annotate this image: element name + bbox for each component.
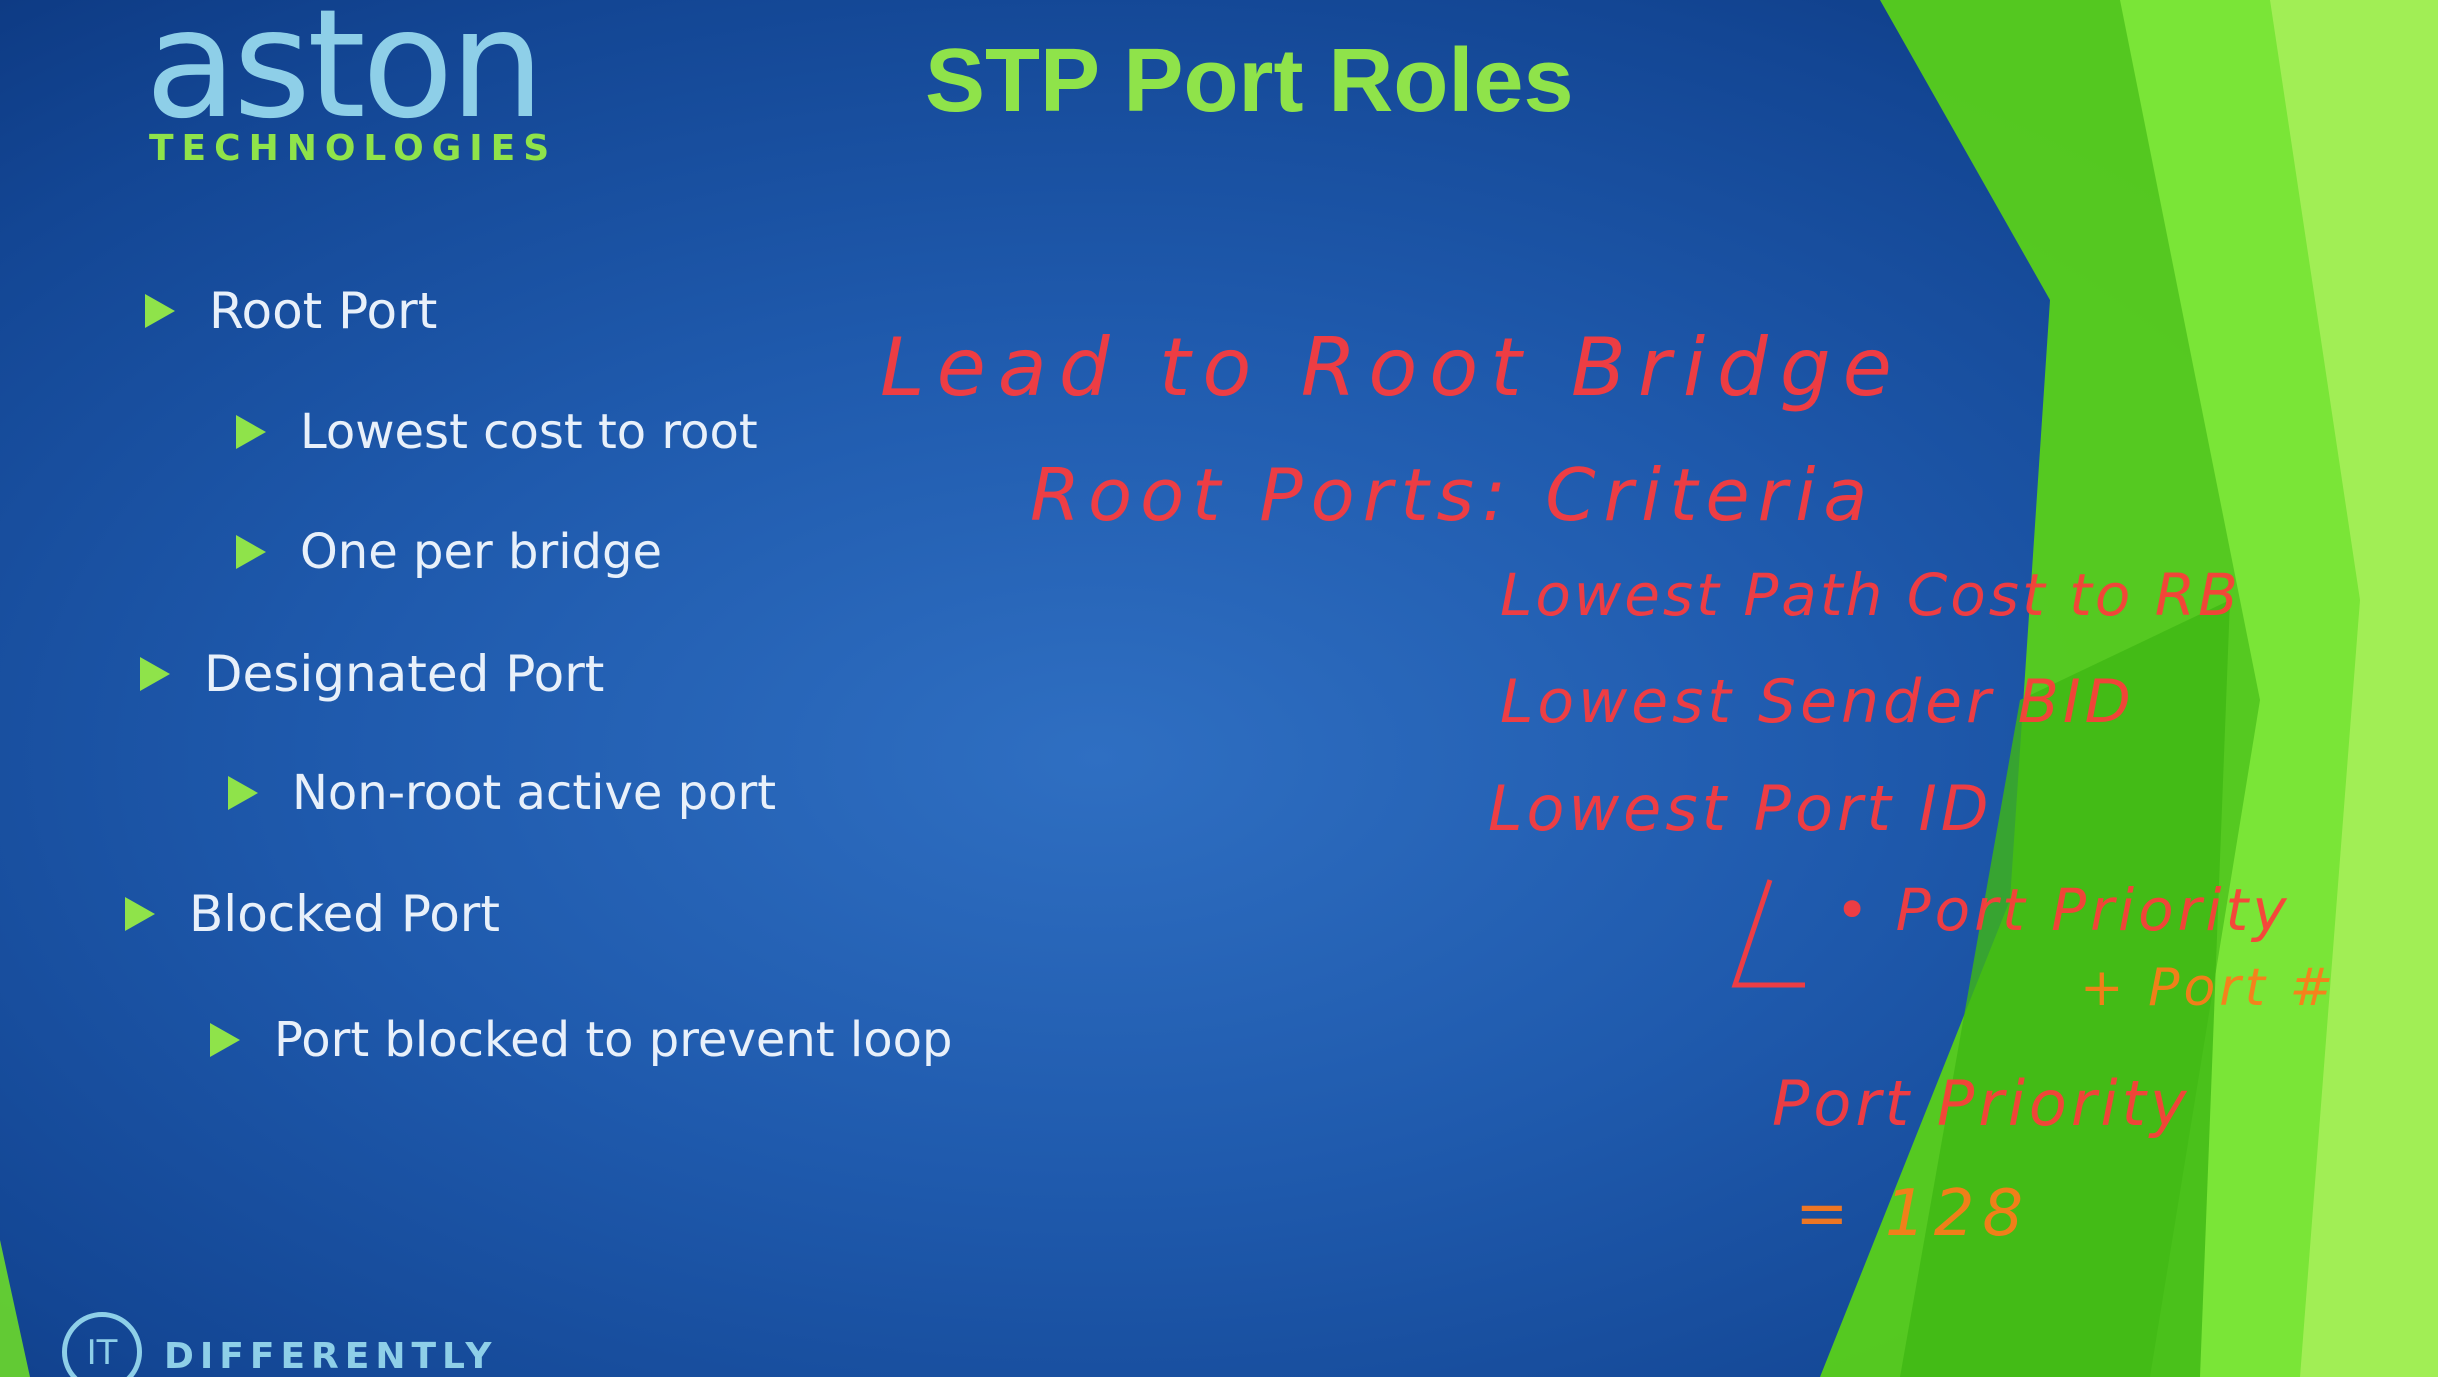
logo-wordmark: aston xyxy=(145,0,545,152)
bullet-triangle-icon xyxy=(125,897,155,931)
logo-tagline: TECHNOLOGIES xyxy=(149,128,558,169)
it-badge-icon: IT xyxy=(62,1312,142,1377)
bullet-triangle-icon xyxy=(228,776,258,810)
bullet-triangle-icon xyxy=(210,1023,240,1057)
handwriting-line-4: Lowest Sender BID xyxy=(1500,667,2135,737)
handwriting-line-9: = 128 xyxy=(1795,1177,2031,1251)
bullet-text: Blocked Port xyxy=(189,885,500,943)
bullet-text: One per bridge xyxy=(300,524,662,580)
handwriting-line-3: Lowest Path Cost to RB xyxy=(1500,561,2241,629)
bullet-triangle-icon xyxy=(236,535,266,569)
footer-wordmark: DIFFERENTLY xyxy=(164,1336,498,1377)
bullet-text: Lowest cost to root xyxy=(300,404,758,460)
bullet-non-root-active: Non-root active port xyxy=(228,765,776,821)
bullet-port-blocked-loop: Port blocked to prevent loop xyxy=(210,1012,952,1068)
bullet-root-port: Root Port xyxy=(145,282,437,340)
bullet-designated-port: Designated Port xyxy=(140,645,604,703)
bullet-text: Port blocked to prevent loop xyxy=(274,1012,953,1068)
bullet-triangle-icon xyxy=(140,657,170,691)
handwriting-line-2: Root Ports: Criteria xyxy=(1030,453,1875,537)
bullet-text: Non-root active port xyxy=(292,765,777,821)
handwriting-line-1: Lead to Root Bridge xyxy=(880,321,1904,414)
bullet-triangle-icon xyxy=(145,294,175,328)
bullet-one-per-bridge: One per bridge xyxy=(236,524,662,580)
handwriting-bracket xyxy=(1731,879,1805,988)
aston-logo: aston TECHNOLOGIES xyxy=(145,0,565,190)
slide-title: STP Port Roles xyxy=(925,31,1574,131)
bullet-triangle-icon xyxy=(236,415,266,449)
handwriting-line-8: Port Priority xyxy=(1772,1067,2191,1140)
bullet-text: Designated Port xyxy=(204,645,605,703)
bullet-lowest-cost: Lowest cost to root xyxy=(236,404,758,460)
footer-branding: IT DIFFERENTLY xyxy=(62,1312,542,1377)
bullet-blocked-port: Blocked Port xyxy=(125,885,500,943)
bullet-text: Root Port xyxy=(209,282,438,340)
handwriting-line-6: • Port Priority xyxy=(1835,876,2291,944)
handwriting-line-5: Lowest Port ID xyxy=(1488,772,1993,845)
handwriting-line-7: + Port # xyxy=(2080,958,2337,1018)
